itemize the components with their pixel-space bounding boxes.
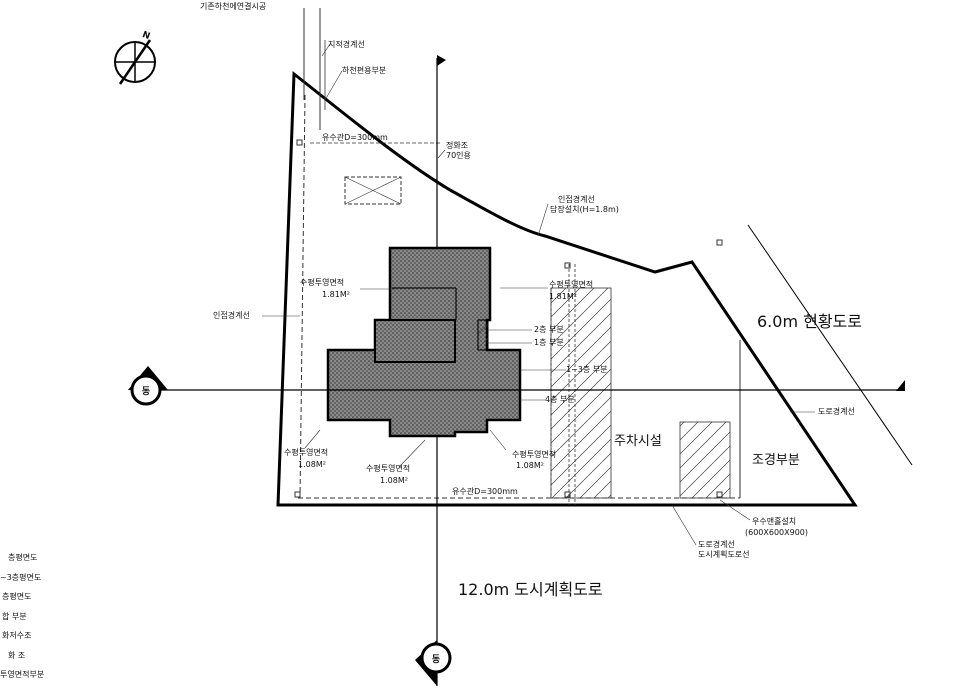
label-proj-area-e-val: 1.08M² <box>516 461 544 470</box>
floor1-block <box>477 319 489 351</box>
setback-line-left <box>299 94 306 499</box>
legend-item: 화 조 <box>8 650 26 660</box>
label-floor2-part: 2층 부분 <box>534 325 564 334</box>
legend-item: 층평면도 <box>8 553 38 562</box>
label-parking: 주차시설 <box>614 434 662 449</box>
label-rain-box-size: (600X600X900) <box>745 528 809 537</box>
septic-tank <box>344 176 402 205</box>
label-proj-area-c: 수평투영면적 <box>284 448 329 457</box>
label-proj-area-b-val: 1.81M² <box>549 292 577 301</box>
road-edge-line <box>747 224 913 466</box>
label-adj-boundary-wall: 인접경계선 <box>558 195 595 204</box>
label-river-part: 하천편용부분 <box>342 66 387 75</box>
label-road-boundary: 도로경계선 <box>818 407 855 416</box>
label-proj-area-b: 수평투영면적 <box>549 280 594 289</box>
label-landscape: 조경부분 <box>752 453 800 468</box>
label-rain-box: 우수맨홀설치 <box>752 517 797 526</box>
label-proj-area-a: 수평투영면적 <box>300 278 345 287</box>
label-septic-capacity: 70인용 <box>446 151 471 160</box>
legend-item: ~3층평면도 <box>0 572 42 582</box>
label-road-east: 6.0m 현황도로 <box>757 312 862 331</box>
legend-item: 층평면도 <box>2 592 32 601</box>
label-floor4-part: 4층 부분 <box>545 395 575 404</box>
label-road-boundary-b: 도로경계선 <box>698 540 735 549</box>
parking-strip-lower <box>679 421 731 499</box>
label-septic: 정화조 <box>446 141 469 150</box>
parking-strip <box>550 287 612 499</box>
label-site-boundary-top: 지적경계선 <box>328 40 365 49</box>
legend-item: 합 부분 <box>2 611 27 621</box>
section-mark-left-label: 동 <box>141 387 151 397</box>
label-floor1-3-part: 1~3층 부분 <box>566 365 608 374</box>
label-proj-area-d: 수평투영면적 <box>366 464 411 473</box>
label-road-south: 12.0m 도시계획도로 <box>458 580 603 599</box>
label-wall-install: 담장설치(H=1.8m) <box>550 205 619 214</box>
label-proj-area-c-val: 1.08M² <box>298 460 326 469</box>
label-city-plan-line: 도시계획도로선 <box>698 550 750 559</box>
label-proj-area-d-val: 1.08M² <box>380 476 408 485</box>
label-floor1-part: 1층 부분 <box>534 338 564 347</box>
label-bottom-spacing: 유수관D=300mm <box>452 487 518 496</box>
site-boundary <box>276 71 858 507</box>
label-proj-area-a-val: 1.81M² <box>322 290 350 299</box>
section-marker-left <box>128 366 168 406</box>
label-proj-area-e: 수평투영면적 <box>512 450 557 459</box>
section-mark-bottom-label: 동 <box>431 655 441 665</box>
label-top-pipe: 기존하천에연결시공 <box>200 2 267 11</box>
floor2-block <box>374 319 456 363</box>
legend-item: 화저수조 <box>2 631 32 640</box>
label-stream-spacing: 유수관D=300mm <box>322 133 388 142</box>
legend-item: 투영면적부분 <box>0 670 45 679</box>
legend-list: 층평면도 ~3층평면도 층평면도 합 부분 화저수조 화 조 투영면적부분 <box>0 553 80 690</box>
label-adj-boundary-left: 인접경계선 <box>213 311 250 320</box>
north-arrow <box>114 39 156 85</box>
section-marker-bottom <box>415 640 452 686</box>
